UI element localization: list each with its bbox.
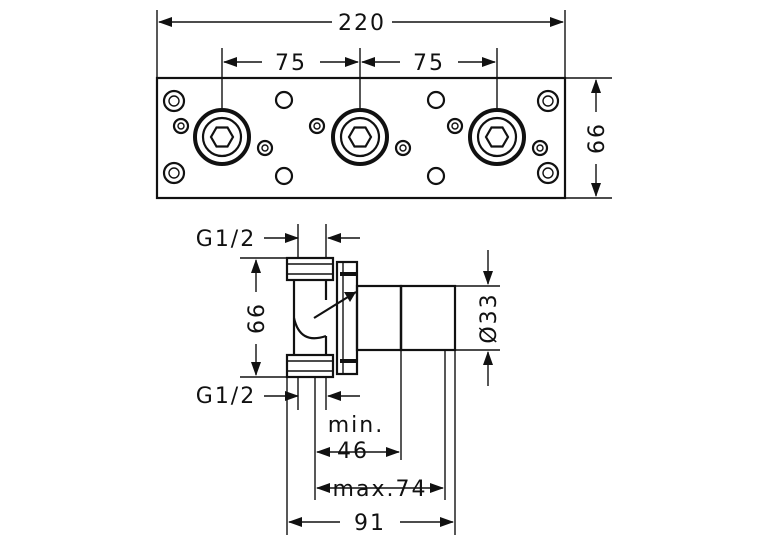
spindle [399, 284, 457, 352]
dimension-overall-width: 220 [338, 11, 386, 36]
dimension-spacing-right: 75 [413, 51, 445, 76]
dimension-spacing-left: 75 [275, 51, 307, 76]
side-view: G1/2 66 G1/2 Ø33 min. 46 [196, 224, 502, 536]
bottom-connector [285, 353, 335, 379]
side-plate [335, 260, 359, 376]
corner-screw-bottom-right [536, 161, 560, 185]
corner-screw-top-right [536, 89, 560, 113]
cartridge [355, 284, 403, 352]
dimension-side-height: 66 [245, 302, 270, 334]
dimension-min-value: 46 [337, 439, 369, 464]
dimension-overall-depth: 91 [354, 511, 386, 536]
dimension-max-value: max.74 [333, 477, 428, 502]
mounting-plate [155, 76, 567, 200]
dimension-front-height: 66 [585, 122, 610, 154]
valve-left [172, 108, 274, 166]
top-connector [285, 256, 335, 282]
dimension-min-label: min. [328, 413, 384, 438]
corner-screw-top-left [162, 89, 186, 113]
mount-hole [274, 90, 294, 110]
mount-hole [426, 90, 446, 110]
mount-hole [426, 166, 446, 186]
thread-label-bottom: G1/2 [196, 384, 256, 409]
corner-screw-bottom-left [162, 161, 186, 185]
valve-right [446, 108, 549, 166]
valve-center [308, 108, 412, 166]
mount-hole [274, 166, 294, 186]
front-view: 220 75 75 66 [155, 10, 612, 200]
thread-label-top: G1/2 [196, 227, 256, 252]
valve-body [292, 280, 328, 355]
dimension-diameter: Ø33 [477, 292, 502, 343]
